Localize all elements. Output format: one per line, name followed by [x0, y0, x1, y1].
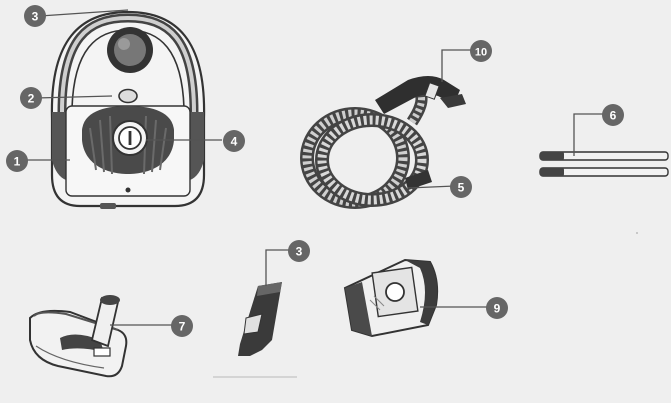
callout-badge: 4	[223, 130, 245, 152]
callout-badge: 9	[486, 297, 508, 319]
callout-badge: 1	[6, 150, 28, 172]
callout-number: 2	[28, 92, 35, 106]
callout-number: 3	[296, 245, 303, 259]
callout-badge: 2	[20, 87, 42, 109]
callout-badge: 10	[470, 40, 492, 62]
callout-badge: 3	[288, 240, 310, 262]
leader-line-5	[407, 185, 456, 189]
callout-number: 4	[231, 135, 238, 149]
vacuum-body-illustration	[50, 10, 206, 209]
callout-number: 9	[494, 302, 501, 316]
speck-mark	[636, 232, 638, 234]
leader-line-10	[441, 49, 476, 82]
callout-badge: 3	[24, 5, 46, 27]
callout-number: 7	[179, 320, 186, 334]
leader-line-3-nozzle	[265, 249, 290, 286]
floor-brush-illustration	[29, 295, 128, 378]
callout-number: 3	[32, 10, 39, 24]
callout-badge: 6	[602, 104, 624, 126]
leader-line-2	[35, 95, 113, 99]
leader-line-3-handle	[39, 9, 129, 17]
callout-number: 10	[475, 47, 487, 59]
callout-badge: 5	[450, 176, 472, 198]
callout-number: 6	[610, 109, 617, 123]
hose-illustration	[300, 76, 466, 209]
dust-bag-illustration	[343, 258, 439, 338]
crevice-nozzle-illustration	[213, 282, 297, 378]
extension-tubes-illustration	[539, 151, 669, 177]
leader-lines	[24, 9, 605, 326]
callout-number: 1	[14, 155, 21, 169]
callout-number: 5	[458, 181, 465, 195]
callout-badge: 7	[171, 315, 193, 337]
leader-line-6	[573, 113, 605, 156]
